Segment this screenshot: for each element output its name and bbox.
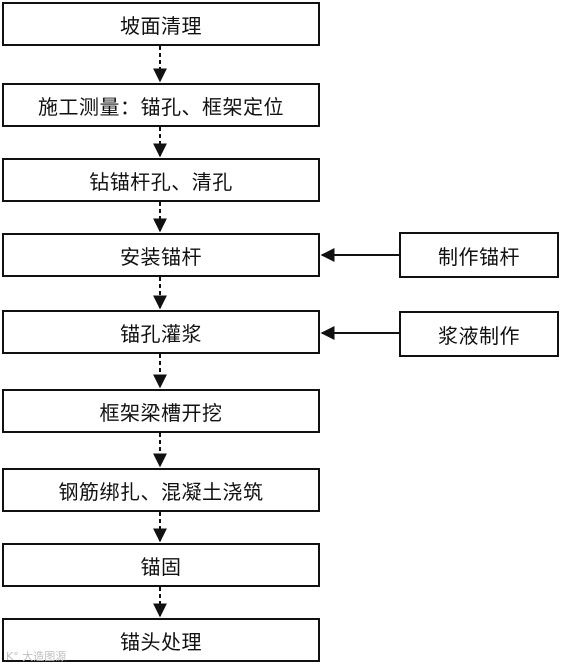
input-label: 制作锚杆 [438,244,520,269]
step-label: 坡面清理 [120,13,202,38]
step-label: 框架梁槽开挖 [99,400,223,425]
step-label: 锚孔灌浆 [120,321,202,346]
step-label: 锚头处理 [120,629,202,654]
step-label: 钢筋绑扎、混凝土浇筑 [58,479,264,504]
step-label: 施工测量：锚孔、框架定位 [38,94,284,119]
step-label: 锚固 [140,554,182,579]
step-label: 钻锚杆孔、清孔 [89,169,233,194]
step-anchorage: 锚固 [2,543,320,587]
step-install-anchor: 安装锚杆 [2,233,320,277]
step-label: 安装锚杆 [120,244,202,269]
step-trench-excavation: 框架梁槽开挖 [2,389,320,433]
step-hole-grouting: 锚孔灌浆 [2,310,320,354]
step-survey-positioning: 施工测量：锚孔、框架定位 [2,83,320,127]
step-anchor-head-treatment: 锚头处理 [2,618,320,662]
input-grout-preparation: 浆液制作 [399,311,559,357]
watermark: K° 大造图源 [6,650,67,663]
step-slope-cleanup: 坡面清理 [2,2,320,46]
input-make-anchor: 制作锚杆 [399,232,559,278]
input-label: 浆液制作 [438,323,520,348]
step-drill-clean-holes: 钻锚杆孔、清孔 [2,158,320,202]
step-rebar-concrete: 钢筋绑扎、混凝土浇筑 [2,468,320,512]
